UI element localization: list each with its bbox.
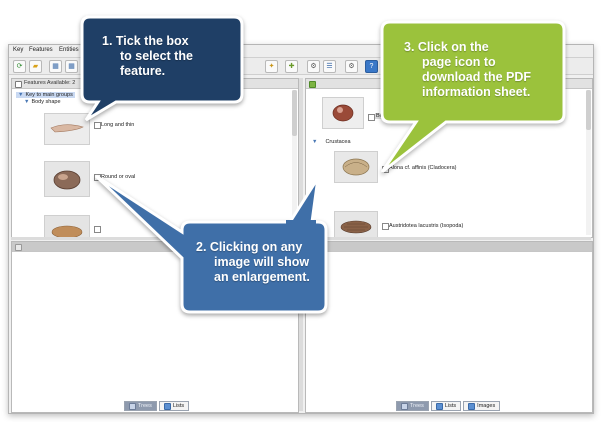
austridotea-image[interactable]	[334, 211, 378, 237]
round-or-oval-label: Round or oval	[101, 174, 136, 180]
help-icon[interactable]: ?	[365, 60, 378, 73]
tree-node-body-shape[interactable]: ▼Body shape	[24, 99, 61, 105]
austridotea-label[interactable]: Austridotea lacustris (Isopoda)	[389, 223, 464, 229]
document-icon	[15, 81, 22, 88]
callout-tick-line-3: feature.	[120, 64, 166, 78]
scroll-thumb[interactable]	[292, 90, 297, 136]
callout-image-line-2: image will show	[214, 255, 310, 269]
austridotea-specimen-icon	[340, 220, 372, 234]
long-and-thin-checkbox[interactable]	[94, 122, 101, 129]
alona-specimen-icon	[342, 158, 370, 176]
document-icon	[15, 244, 22, 251]
callout-image-line-3: an enlargement.	[214, 270, 310, 284]
tree-icon	[129, 402, 136, 410]
expand-triangle-icon: ▼	[312, 139, 318, 145]
tab-lists[interactable]: Lists	[430, 401, 462, 411]
callout-tick-line-2: to select the	[120, 49, 193, 63]
callout-pdf-line-2: page icon to	[422, 55, 496, 69]
alona-image[interactable]	[334, 151, 378, 183]
menu-features[interactable]: Features	[29, 47, 53, 53]
callout-image-enlargement: 2. Clicking on any image will show an en…	[90, 170, 340, 320]
entities-discarded-pane: Trees Lists Images	[305, 241, 593, 413]
round-or-oval-image[interactable]	[44, 161, 90, 197]
entities-discarded-tabbar: Trees Lists Images	[396, 401, 501, 411]
bead-image[interactable]	[322, 97, 364, 129]
menu-key[interactable]: Key	[13, 47, 24, 53]
entities-discarded-title	[306, 242, 592, 252]
menu-entities[interactable]: Entities	[59, 47, 79, 53]
callout-image-line-1: 2. Clicking on any	[196, 240, 303, 254]
scroll-thumb[interactable]	[586, 90, 591, 130]
list-icon	[163, 402, 171, 410]
flat-specimen-icon	[51, 225, 83, 237]
callout-bubble-shape	[380, 20, 566, 174]
long-and-thin-label: Long and thin	[101, 122, 135, 128]
austridotea-pdf-icon[interactable]	[382, 223, 389, 230]
expand-triangle-icon: ▼	[24, 99, 30, 105]
tree-icon	[401, 402, 408, 410]
callout-bubble-shape	[80, 15, 244, 122]
gear-alt-icon[interactable]: ⚙	[345, 60, 358, 73]
callout-download-pdf: 3. Click on the page icon to download th…	[376, 18, 574, 178]
expand-triangle-icon: ▼	[18, 92, 24, 98]
bead-pdf-icon[interactable]	[368, 114, 375, 121]
features-scrollbar[interactable]	[292, 90, 297, 235]
flattened-shape-checkbox[interactable]	[94, 226, 101, 233]
tab-trees[interactable]: Trees	[396, 401, 429, 411]
bead-specimen-icon	[332, 104, 354, 122]
feature-add-icon[interactable]: ✚	[285, 60, 298, 73]
grid-alt-icon[interactable]: ▦	[65, 60, 78, 73]
list-icon	[435, 402, 443, 410]
tab-images[interactable]: Images	[463, 401, 501, 411]
features-used-title	[12, 242, 298, 252]
checklist-icon[interactable]: ☰	[323, 60, 336, 73]
tree-node-crustacea[interactable]: ▼Crustacea	[312, 139, 351, 145]
open-folder-icon[interactable]: ▰	[29, 60, 42, 73]
flattened-shape-image[interactable]	[44, 215, 90, 237]
entities-icon	[309, 81, 316, 88]
long-thin-specimen-icon	[50, 124, 84, 133]
features-available-pane: Features Available: 2 ▼Key to main group…	[11, 78, 299, 238]
round-specimen-icon	[53, 170, 81, 190]
wand-icon[interactable]: ✦	[265, 60, 278, 73]
callout-pdf-line-4: information sheet.	[422, 85, 531, 99]
callout-bubble-shape	[94, 174, 328, 314]
alona-label[interactable]: Alona cf. affinis (Cladocera)	[389, 165, 457, 171]
tab-lists[interactable]: Lists	[158, 401, 190, 411]
callout-tick-line-1: 1. Tick the box	[102, 34, 189, 48]
tab-trees[interactable]: Trees	[124, 401, 157, 411]
callout-pdf-line-1: 3. Click on the	[404, 40, 489, 54]
gear-icon[interactable]: ⚙	[307, 60, 320, 73]
callout-tick-the-box: 1. Tick the box to select the feature.	[76, 14, 246, 124]
features-used-tabbar: Trees Lists	[124, 401, 190, 411]
callout-pdf-line-3: download the PDF	[422, 70, 532, 84]
tree-node-key-to-main-groups[interactable]: ▼Key to main groups	[16, 92, 75, 98]
long-and-thin-image[interactable]	[44, 113, 90, 145]
grid-icon[interactable]: ▦	[49, 60, 62, 73]
refresh-icon[interactable]: ⟳	[13, 60, 26, 73]
entities-scrollbar[interactable]	[586, 90, 591, 235]
image-icon	[468, 402, 476, 410]
